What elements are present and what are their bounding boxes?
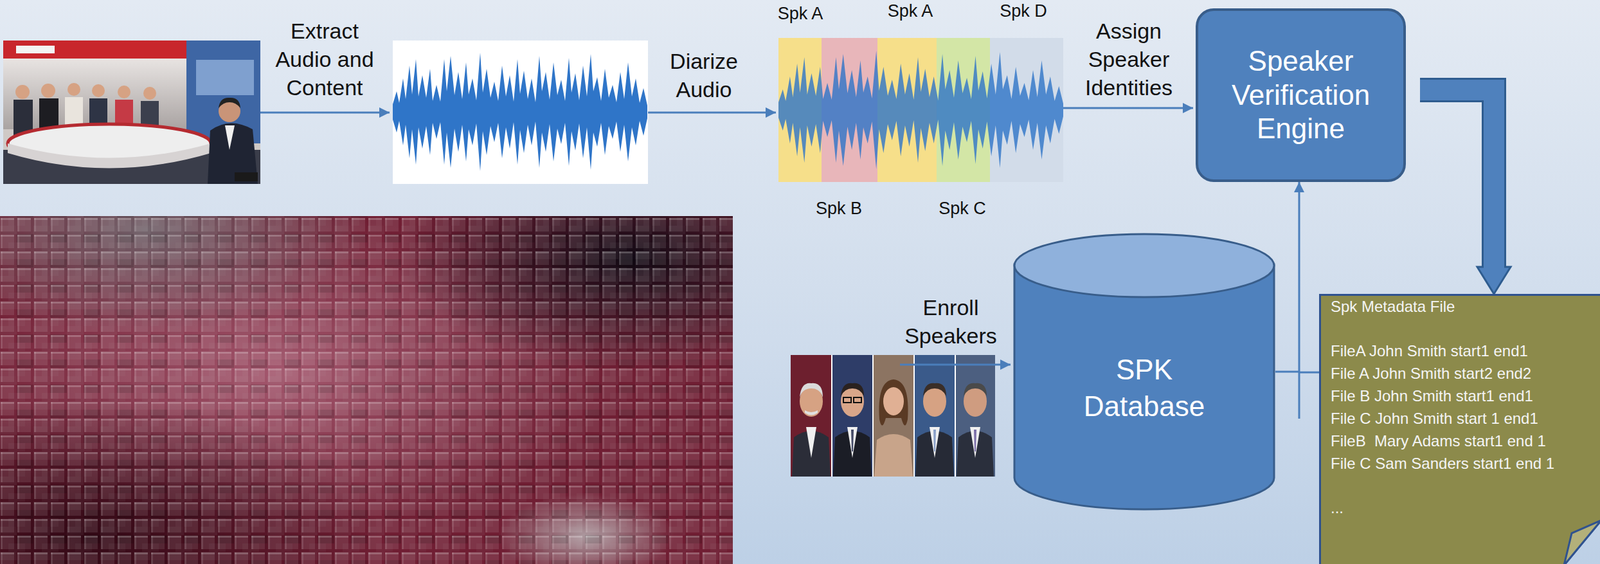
node-title: SPK Database [1076, 350, 1212, 425]
arrow-outline [1420, 89, 1494, 267]
block-arrow [1420, 89, 1511, 294]
database-cylinder: SPK Database [1013, 232, 1276, 511]
flow-arrow [647, 111, 776, 114]
text-group: Spk Metadata FileFileA John Smith start1… [1330, 295, 1555, 519]
connector-line [1275, 181, 1300, 372]
speaker-tag: Spk D [988, 0, 1059, 22]
step-label: Diarize Audio [655, 46, 753, 104]
wire [1299, 372, 1320, 419]
document-outline [1319, 293, 1600, 564]
audio-waveform [392, 40, 648, 184]
node-line: File A John Smith start2 end2 [1330, 361, 1555, 385]
node-title: Spk Metadata File [1330, 295, 1555, 318]
arrow-head [1477, 266, 1511, 294]
speaker-tag: Spk B [803, 197, 875, 220]
flow-arrow [1063, 107, 1194, 110]
node-line: File C Sam Sanders start1 end 1 [1330, 451, 1555, 475]
speaker-tag: Spk A [874, 0, 946, 22]
node-line: FileA John Smith start1 end1 [1330, 339, 1555, 362]
speaker-tag: Spk C [926, 197, 998, 220]
connector-arrow [1275, 181, 1300, 372]
cylinder-top [1014, 233, 1275, 297]
speaker-tag: Spk A [764, 2, 836, 25]
enroll-arrow [899, 363, 1011, 366]
node-line: File B John Smith start1 end1 [1330, 384, 1555, 407]
node-line: ... [1330, 496, 1555, 519]
document-fold [1564, 520, 1600, 564]
step-label: Assign Speaker Identities [1074, 16, 1184, 102]
text-group: Speaker Verification Engine [1211, 44, 1391, 146]
text-group: SPK Database [1076, 350, 1212, 425]
flow-arrow [260, 111, 390, 114]
mosaic-image [0, 215, 733, 564]
node-title: Speaker Verification Engine [1211, 44, 1391, 146]
node-line: File C John Smith start 1 end1 [1330, 406, 1555, 430]
process-box: Speaker Verification Engine [1195, 8, 1406, 182]
node-line: FileB Mary Adams start1 end 1 [1330, 429, 1555, 452]
speaker-portraits [790, 354, 996, 477]
step-label: Enroll Speakers [892, 293, 1009, 350]
arrow-shaft [1420, 89, 1494, 270]
document-body [1320, 295, 1600, 564]
cylinder-body [1014, 264, 1275, 510]
step-label: Extract Audio and Content [266, 16, 383, 102]
diarized-waveform [778, 37, 1064, 182]
studio-photo [3, 40, 261, 184]
document-shape: Spk Metadata FileFileA John Smith start1… [1319, 293, 1600, 564]
